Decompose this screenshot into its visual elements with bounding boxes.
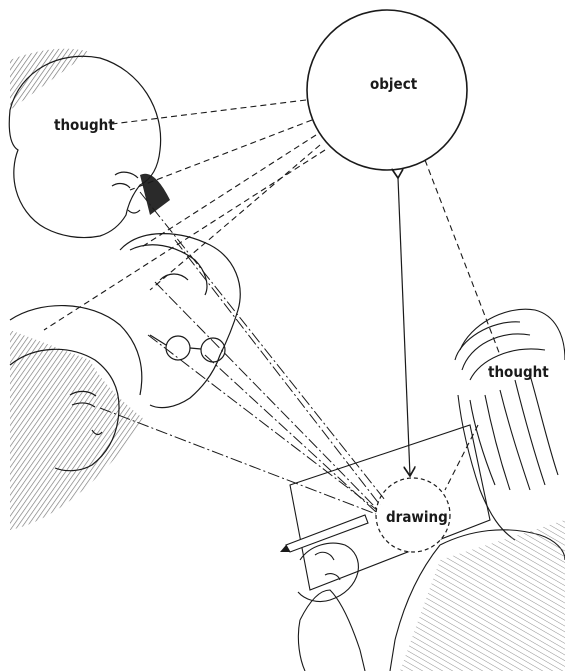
viewer-sight-lines bbox=[100, 192, 385, 514]
object-drawing-arrow bbox=[398, 178, 410, 476]
thought-drawing-link bbox=[445, 425, 478, 490]
pencil-icon bbox=[280, 515, 368, 552]
drawing-label: drawing bbox=[386, 508, 448, 526]
thought-label-left: thought bbox=[54, 116, 115, 134]
viewer-head-middle bbox=[120, 234, 240, 408]
object-label: object bbox=[370, 75, 417, 93]
thought-label-right: thought bbox=[488, 363, 549, 381]
